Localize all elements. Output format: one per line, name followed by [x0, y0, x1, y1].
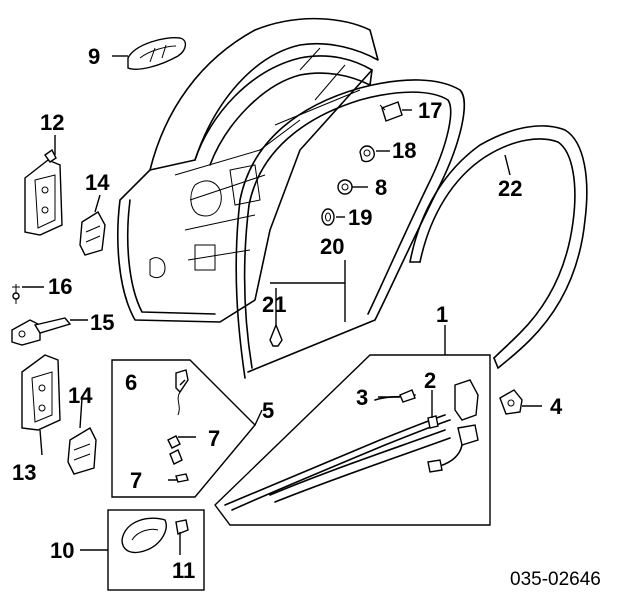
- callout-labels: 9 12 14 16 15 14 13 6 5 7 7 10 11 17 18 …: [12, 44, 601, 590]
- hinge-spacer-upper: [79, 211, 106, 256]
- door-check-15: [11, 317, 72, 346]
- callout-9: 9: [88, 44, 100, 69]
- opening-weatherstrip: [409, 125, 588, 369]
- callout-19: 19: [348, 205, 372, 230]
- fastener-17: [379, 101, 403, 122]
- callout-3: 3: [356, 385, 368, 410]
- callout-15: 15: [90, 310, 114, 335]
- fastener-8: [337, 179, 353, 195]
- diagram-code: 035-02646: [510, 569, 601, 590]
- lower-hinge: [21, 354, 61, 431]
- rod-kit-box: [111, 359, 256, 498]
- lock-assembly-box: [214, 354, 491, 526]
- part-4: [499, 389, 523, 415]
- fastener-18: [359, 145, 375, 163]
- callout-20: 20: [320, 234, 344, 259]
- callout-4: 4: [550, 394, 563, 419]
- callout-18: 18: [392, 138, 416, 163]
- hinge-spacer-lower: [67, 427, 97, 475]
- callout-5: 5: [262, 398, 274, 423]
- callout-12: 12: [40, 110, 64, 135]
- callout-1: 1: [436, 302, 448, 327]
- callout-17: 17: [418, 98, 442, 123]
- fastener-19: [321, 208, 335, 226]
- callout-22: 22: [498, 176, 522, 201]
- callout-8: 8: [375, 175, 387, 200]
- callout-7-lower: 7: [130, 468, 142, 493]
- callout-11: 11: [172, 558, 195, 583]
- callout-14-lower: 14: [68, 383, 93, 408]
- door-shell: [117, 17, 379, 323]
- bolt-16: [12, 284, 20, 304]
- leader-lines: [22, 55, 542, 555]
- callout-14-upper: 14: [85, 170, 110, 195]
- outside-handle: [127, 37, 187, 70]
- callout-2: 2: [424, 368, 436, 393]
- inside-handle-box: [107, 509, 205, 591]
- clip-21: [269, 323, 283, 347]
- callout-13: 13: [12, 460, 36, 485]
- callout-6: 6: [125, 370, 137, 395]
- callout-10: 10: [50, 538, 74, 563]
- callout-21: 21: [262, 292, 286, 317]
- callout-16: 16: [48, 274, 72, 299]
- upper-hinge: [24, 148, 63, 236]
- callout-7-upper: 7: [208, 426, 220, 451]
